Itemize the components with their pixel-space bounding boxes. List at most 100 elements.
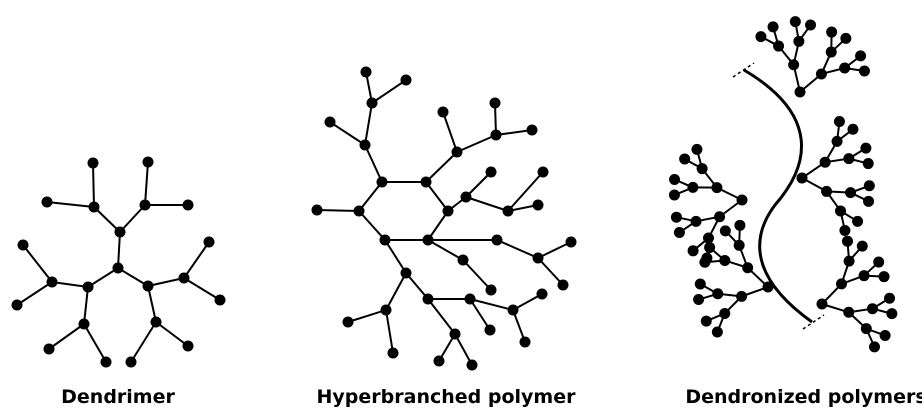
hyperbranched-bond bbox=[442, 111, 458, 153]
hyperbranched-node bbox=[536, 288, 548, 300]
dendron-node bbox=[862, 158, 874, 170]
hyperbranched-bond bbox=[358, 181, 383, 212]
dendron-node bbox=[843, 306, 855, 318]
dendron-node bbox=[793, 35, 805, 47]
dendrimer-node bbox=[182, 340, 194, 352]
dendrimer-node bbox=[150, 316, 162, 328]
hyperbranched-bond bbox=[364, 144, 383, 183]
dendronized-polymers-caption: Dendronized polymers bbox=[685, 386, 922, 408]
hyperbranched-bond bbox=[427, 239, 464, 261]
dendrimer-bond bbox=[48, 323, 85, 350]
dendron-node bbox=[755, 31, 767, 43]
dendron-node bbox=[668, 189, 680, 201]
hyperbranched-node bbox=[379, 234, 391, 246]
dendrimer-node bbox=[78, 318, 90, 330]
dendron-node bbox=[843, 255, 855, 267]
hyperbranched-node bbox=[565, 236, 577, 248]
dendronized-polymer-structure bbox=[668, 16, 898, 353]
hyperbranched-node bbox=[353, 205, 365, 217]
hyperbranched-bond bbox=[364, 102, 373, 146]
hyperbranched-node bbox=[437, 106, 449, 118]
dendrimer-structure bbox=[11, 156, 226, 368]
dendron-node bbox=[733, 239, 745, 251]
dendrimer-node bbox=[17, 239, 29, 251]
hyperbranched-bond bbox=[454, 333, 473, 366]
dendron-node bbox=[860, 323, 872, 335]
dendron-node bbox=[788, 59, 800, 71]
dendron-node bbox=[841, 235, 853, 247]
hyperbranched-bond bbox=[537, 257, 564, 286]
hyperbranched-bond bbox=[371, 79, 407, 104]
hyperbranched-bond bbox=[385, 309, 394, 354]
dendron-node bbox=[719, 225, 731, 237]
dendrimer-node bbox=[82, 281, 94, 293]
hyperbranched-node bbox=[366, 97, 378, 109]
hyperbranched-node bbox=[460, 191, 472, 203]
dendron-node bbox=[840, 32, 852, 44]
hyperbranched-polymer-structure bbox=[311, 66, 577, 371]
hyperbranched-bond bbox=[427, 298, 456, 335]
dendron-node bbox=[858, 65, 870, 77]
dendron-node bbox=[714, 211, 726, 223]
hyperbranched-node bbox=[359, 139, 371, 151]
dendrimer-node bbox=[11, 299, 23, 311]
dendron-node bbox=[736, 194, 748, 206]
hyperbranched-bond bbox=[425, 151, 458, 183]
dendron-node bbox=[711, 326, 723, 338]
dendron-node bbox=[762, 281, 774, 293]
dendron-node bbox=[805, 19, 817, 31]
hyperbranched-node bbox=[485, 166, 497, 178]
dendron-node bbox=[734, 219, 746, 231]
hyperbranched-node bbox=[451, 146, 463, 158]
hyperbranched-node bbox=[400, 267, 412, 279]
dendrimer-node bbox=[43, 343, 55, 355]
hyperbranched-node bbox=[537, 166, 549, 178]
dendron-node bbox=[843, 153, 855, 165]
hyperbranched-node bbox=[433, 355, 445, 367]
dendron-node bbox=[860, 142, 872, 154]
hyperbranched-bond bbox=[384, 239, 407, 274]
dendrimer-node bbox=[112, 262, 124, 274]
hyperbranched-node bbox=[380, 304, 392, 316]
hyperbranched-node bbox=[311, 204, 323, 216]
dendron-node bbox=[868, 341, 880, 353]
hyperbranched-bond bbox=[465, 196, 509, 212]
dendron-node bbox=[825, 46, 837, 58]
dendron-node bbox=[712, 288, 724, 300]
hyperbranched-node bbox=[532, 199, 544, 211]
dendrimer-node bbox=[178, 272, 190, 284]
dendrimer-node bbox=[87, 157, 99, 169]
dendron-node bbox=[852, 215, 864, 227]
dendrimer-bond bbox=[147, 285, 157, 323]
hyperbranched-node bbox=[387, 347, 399, 359]
dendrimer-node bbox=[88, 201, 100, 213]
hyperbranched-bond bbox=[537, 241, 572, 259]
dendrimer-bond bbox=[22, 244, 53, 283]
backbone-end-dash-bottom bbox=[802, 314, 825, 330]
dendron-node bbox=[835, 205, 847, 217]
dendrimer-bond bbox=[117, 267, 149, 287]
dendrimer-node bbox=[139, 199, 151, 211]
dendrimer-bond bbox=[155, 321, 189, 347]
hyperbranched-node bbox=[342, 316, 354, 328]
dendron-node bbox=[796, 172, 808, 184]
dendron-node bbox=[670, 211, 682, 223]
dendrimer-node bbox=[100, 356, 112, 368]
dendron-node bbox=[856, 240, 868, 252]
hyperbranched-bond bbox=[469, 298, 491, 331]
dendron-node bbox=[826, 26, 838, 38]
dendrimer-bond bbox=[147, 277, 185, 287]
hyperbranched-bond bbox=[495, 129, 533, 136]
dendrimer-caption: Dendrimer bbox=[61, 386, 175, 408]
dendron-node bbox=[773, 40, 785, 52]
hyperbranched-node bbox=[442, 205, 454, 217]
hyperbranched-bond bbox=[347, 309, 387, 323]
hyperbranched-bond bbox=[456, 134, 497, 153]
dendrimer-node bbox=[142, 280, 154, 292]
dendrimer-node bbox=[41, 196, 53, 208]
dendron-node bbox=[703, 232, 715, 244]
hyperbranched-node bbox=[360, 66, 372, 78]
hyperbranched-node bbox=[422, 293, 434, 305]
dendron-node bbox=[789, 16, 801, 28]
dendron-node bbox=[855, 50, 867, 62]
